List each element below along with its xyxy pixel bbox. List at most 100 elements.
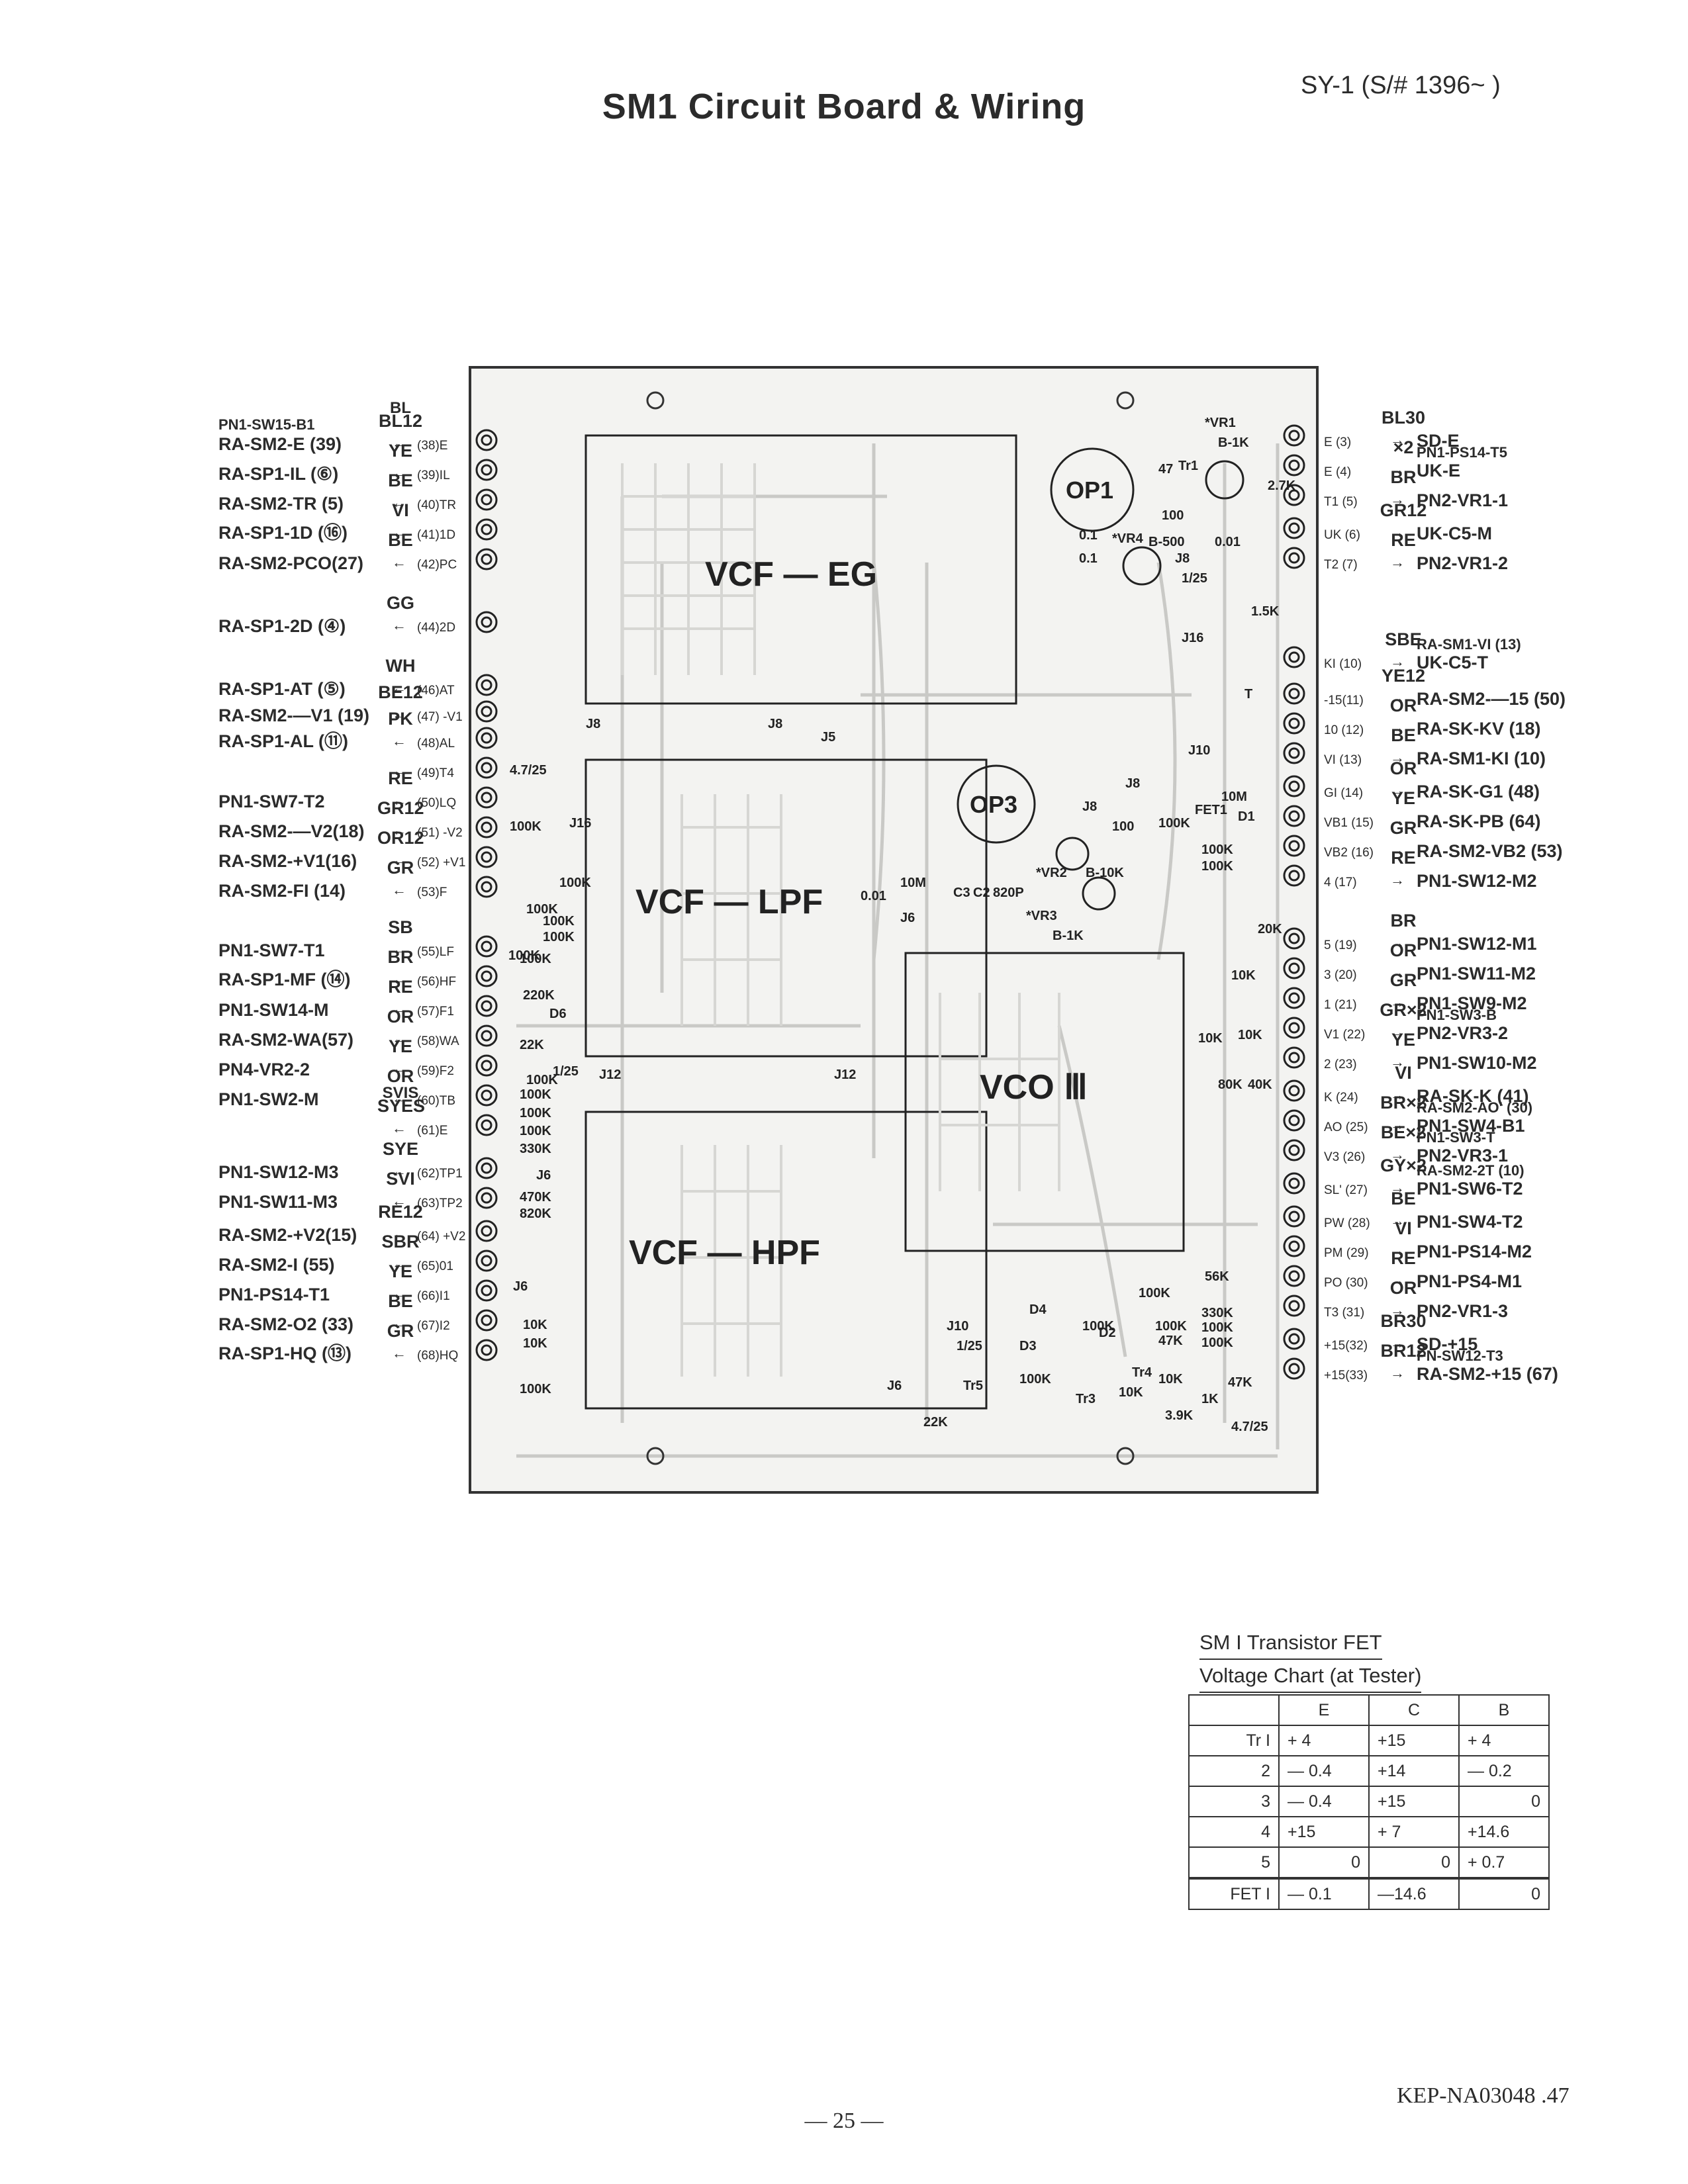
pin-label: (53)F — [417, 886, 447, 899]
edge-pad — [475, 756, 498, 779]
wire-color-label: SB — [388, 917, 413, 937]
wire-color-label: OR — [387, 1066, 414, 1086]
table-cell: 3 — [1188, 1786, 1280, 1817]
edge-pad — [1283, 864, 1305, 887]
wire-arrow-icon: ← — [392, 882, 406, 898]
vr4-trimmer — [1122, 546, 1162, 586]
edge-pad-hole — [481, 494, 492, 506]
left-connection-row: RA-SP1-HQ (⑬)GR(68)HQ← — [218, 1321, 483, 1365]
component-label: 100K — [1201, 1336, 1233, 1350]
connection-destination: PN2-VR1-3 — [1417, 1301, 1509, 1321]
connection-destination: RA-SM2-VB2 (53) — [1417, 841, 1563, 861]
wire-arrow-icon: → — [1390, 1365, 1405, 1381]
connection-destination: PN1-SW12-M3 — [218, 1162, 339, 1182]
component-label: 100K — [520, 1382, 551, 1396]
edge-pad — [475, 786, 498, 809]
pin-label: (58)WA — [417, 1034, 459, 1048]
edge-pad — [475, 1187, 498, 1209]
wire-arrow-icon: → — [1390, 1024, 1405, 1040]
wire-color-label: BR — [387, 947, 414, 967]
wire-arrow-icon: ← — [392, 1001, 406, 1017]
wire-color-label: RE12 — [378, 1202, 423, 1222]
edge-pad — [1283, 1046, 1305, 1069]
wire-color-label: SYES — [377, 1096, 426, 1116]
edge-pad — [475, 548, 498, 570]
component-label: 100K — [520, 1106, 551, 1120]
table-row: 4 +15 + 7 +14.6 — [1188, 1816, 1550, 1848]
wire-color-label: BE — [388, 1291, 413, 1311]
wire-color-label: PK — [388, 709, 413, 729]
edge-pad-hole — [1288, 1363, 1300, 1375]
edge-pad-hole — [481, 464, 492, 476]
wire-arrow-icon: → — [1390, 1054, 1405, 1070]
component-label: 47K — [1158, 1334, 1183, 1348]
wire-arrow-icon: ← — [392, 1030, 406, 1047]
edge-pad — [1283, 1205, 1305, 1228]
component-label: 100K — [508, 948, 540, 963]
component-label: B-1K — [1053, 929, 1084, 943]
edge-pad-hole — [1288, 651, 1300, 663]
edge-pad — [1283, 646, 1305, 668]
connection-destination: RA-SP1-AL (⑪) — [218, 731, 349, 751]
wire-color-label: YE12 — [1381, 666, 1426, 686]
wire-arrow-icon: → — [1390, 994, 1405, 1011]
wire-arrow-icon: ← — [392, 1315, 406, 1332]
component-label: 100 — [1112, 819, 1134, 834]
connection-destination-secondary: PN-SW12-T3 — [1417, 1347, 1503, 1364]
wire-color-label: BL12 — [378, 411, 423, 431]
wire-arrow-icon: → — [1390, 461, 1405, 478]
component-label: 10M — [1221, 790, 1247, 804]
edge-pad — [1283, 1172, 1305, 1195]
component-label: 470K — [520, 1190, 551, 1205]
pin-label: VI (13) — [1324, 753, 1362, 767]
pin-label: +15(32) — [1324, 1339, 1368, 1353]
component-label: 100K — [1201, 1320, 1233, 1335]
connection-destination: RA-SK-PB (64) — [1417, 811, 1541, 831]
edge-pad-hole — [481, 1192, 492, 1204]
component-label: 100K — [1201, 859, 1233, 874]
table-cell: — 0.4 — [1278, 1786, 1370, 1817]
component-label: B-10K — [1086, 866, 1124, 880]
wire-arrow-icon: → — [1390, 812, 1405, 829]
table-row: 3 — 0.4 +15 0 — [1188, 1786, 1550, 1817]
component-label: 22K — [923, 1415, 948, 1430]
pin-label: PO (30) — [1324, 1276, 1368, 1290]
table-cell: —14.6 — [1368, 1878, 1460, 1910]
component-label: 100K — [526, 1073, 558, 1087]
table-cell: — 0.1 — [1278, 1878, 1370, 1910]
voltage-chart-caption-line1: SM I Transistor FET — [1199, 1627, 1382, 1660]
edge-pad — [1283, 424, 1305, 447]
edge-pad-hole — [1288, 459, 1300, 471]
table-cell: +15 — [1278, 1816, 1370, 1848]
connection-destination-secondary: PN1-PS14-T5 — [1417, 444, 1507, 461]
component-label: *VR4 — [1112, 531, 1144, 546]
vco-block — [904, 952, 1185, 1252]
connection-destination: PN2-VR3-2 — [1417, 1023, 1509, 1043]
table-cell: — 0.4 — [1278, 1755, 1370, 1787]
edge-pad — [475, 816, 498, 839]
board-traces — [516, 443, 1280, 1458]
component-label: J6 — [536, 1168, 551, 1183]
wire-color-label: WH — [385, 656, 416, 676]
wire-arrow-icon: ← — [392, 1285, 406, 1302]
connection-destination: RA-SP1-HQ (⑬) — [218, 1343, 352, 1363]
edge-pad — [475, 700, 498, 723]
wire-arrow-icon: → — [1390, 782, 1405, 799]
connection-destination: SD-E — [1417, 431, 1460, 451]
component-label: D1 — [1238, 809, 1255, 824]
edge-pad — [1283, 835, 1305, 857]
op3-chip — [957, 764, 1036, 844]
component-label: Tr5 — [963, 1379, 983, 1393]
edge-pad — [475, 935, 498, 958]
